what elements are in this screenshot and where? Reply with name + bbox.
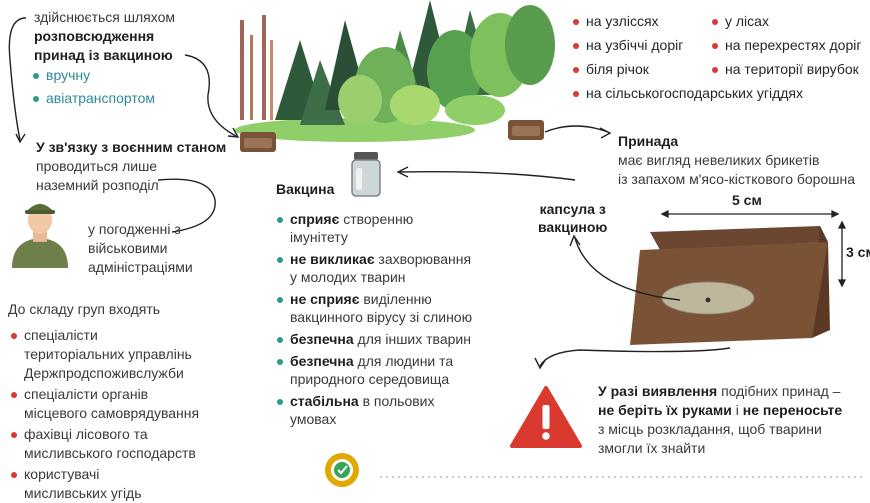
- warning-text-part: і: [731, 402, 743, 418]
- bait-title: Принада: [618, 133, 679, 149]
- vaccine-property-text: створенню: [339, 211, 414, 227]
- agreement-line-2: військовими: [88, 240, 168, 256]
- vaccine-property-text: захворювання: [374, 251, 472, 267]
- bait-description: Принада має вигляд невеликих брикетів із…: [618, 132, 855, 189]
- vaccine-properties-list: сприяє створенню імунітету не викликає з…: [277, 210, 520, 428]
- group-item-line: місцевого самоврядування: [24, 405, 200, 421]
- vaccine-property: безпечна для інших тварин: [277, 330, 520, 348]
- locations-column-1: на узліссях на узбіччі доріг біля річок …: [573, 12, 803, 103]
- capsule-label-line-2: вакциною: [538, 219, 608, 235]
- vaccine-property: не сприяє виділенню вакцинного вірусу зі…: [277, 290, 520, 326]
- bait-line-2: із запахом м'ясо-кісткового борошна: [618, 171, 856, 187]
- group-item: спеціалісти органів місцевого самоврядув…: [11, 385, 234, 423]
- vaccine-property-bold: безпечна: [290, 331, 354, 347]
- location-item: на перехрестях доріг: [711, 37, 862, 53]
- method-item: вручну: [32, 66, 155, 85]
- vaccine-property-bold: сприяє: [290, 211, 340, 227]
- method-item: авіатранспортом: [32, 90, 156, 106]
- spread-line-1: здійснюється шляхом: [34, 9, 175, 25]
- group-item-line: Держпродспоживслужби: [24, 365, 184, 381]
- warning-bold: не переносьте: [742, 402, 843, 418]
- height-dimension-label: 3 см: [846, 244, 870, 260]
- vaccine-property-line2: природного середовища: [290, 371, 450, 387]
- location-item: на території вирубок: [711, 60, 861, 79]
- group-item-line: спеціалісти органів: [24, 386, 149, 402]
- warning-line-3: з місць розкладання, щоб тварини: [598, 421, 822, 437]
- location-item: на узбіччі доріг: [573, 36, 803, 55]
- vaccine-property-line2: у молодих тварин: [290, 269, 406, 285]
- vaccine-property: сприяє створенню імунітету: [277, 210, 520, 246]
- groups-list: спеціалісти територіальних управлінь Дер…: [11, 326, 234, 503]
- group-item: спеціалісти територіальних управлінь Дер…: [11, 326, 234, 383]
- vaccine-title: Вакцина: [276, 181, 335, 197]
- group-item-line: мисливських угідь: [24, 485, 142, 501]
- martial-law-line-2: наземний розподіл: [36, 177, 159, 193]
- warning-text: У разі виявлення подібних принад – не бе…: [598, 382, 842, 458]
- vaccine-property-text: для інших тварин: [353, 331, 471, 347]
- martial-law-line-1: проводиться лише: [36, 158, 158, 174]
- bait-brick-right: [508, 120, 544, 140]
- spread-line-2: розповсюдження: [34, 28, 155, 44]
- vaccine-jar-icon: [351, 152, 381, 197]
- location-item: у лісах: [711, 12, 861, 31]
- group-item-line: спеціалісти: [24, 327, 98, 343]
- dimension-lines: [660, 209, 847, 288]
- warning-bold: У разі виявлення: [598, 383, 718, 399]
- bait-brick-left: [240, 132, 276, 152]
- location-item: на сільськогосподарських угіддях: [573, 85, 803, 101]
- bait-line-1: має вигляд невеликих брикетів: [618, 152, 820, 168]
- width-dimension-label: 5 см: [732, 192, 762, 208]
- connector-arrows: [8, 17, 731, 370]
- agreement-line-1: у погодженні з: [88, 221, 181, 237]
- vaccine-property-text: виділенню: [359, 291, 432, 307]
- warning-line-4: змогли їх знайти: [598, 440, 706, 456]
- vaccine-property-line2: імунітету: [290, 229, 348, 245]
- location-item: біля річок: [573, 60, 803, 79]
- vaccine-property-text: для людини та: [353, 353, 454, 369]
- vaccine-property: стабільна в польових умовах: [277, 392, 520, 428]
- capsule-label: капсула з вакциною: [538, 200, 607, 236]
- location-item: на узліссях: [573, 12, 803, 31]
- vaccine-property-line2: умовах: [290, 411, 337, 427]
- agreement-line-3: адміністраціями: [88, 259, 193, 275]
- vaccine-property-text: в польових: [358, 393, 435, 409]
- spread-line-3: принад із вакциною: [34, 47, 173, 63]
- vaccine-property: безпечна для людини та природного середо…: [277, 352, 520, 388]
- capsule-label-line-1: капсула з: [539, 201, 606, 217]
- vaccine-property-line2: вакцинного вірусу зі слиною: [290, 309, 473, 325]
- group-item-line: мисливського господарств: [24, 445, 196, 461]
- martial-law-block: У зв'язку з воєнним станом проводиться л…: [36, 138, 226, 195]
- agreement-block: у погодженні з військовими адміністрація…: [88, 220, 193, 277]
- spread-methods-list: вручну авіатранспортом: [32, 66, 156, 108]
- group-item-line: користувачі: [24, 466, 100, 482]
- martial-law-title: У зв'язку з воєнним станом: [36, 139, 227, 155]
- soldier-icon: [12, 204, 68, 268]
- warning-text-part: подібних принад –: [717, 383, 841, 399]
- vaccine-property: не викликає захворювання у молодих твари…: [277, 250, 520, 286]
- vaccine-property-bold: стабільна: [290, 393, 359, 409]
- vaccine-property-bold: не сприяє: [290, 291, 360, 307]
- vaccine-property-bold: безпечна: [290, 353, 354, 369]
- group-item-line: територіальних управлінь: [24, 346, 192, 362]
- bait-brick-large: [630, 226, 830, 345]
- group-item-line: фахівці лісового та: [24, 426, 148, 442]
- vaccine-property-bold: не викликає: [290, 251, 375, 267]
- locations-column-2: у лісах на перехрестях доріг на територі…: [711, 12, 862, 79]
- gear-check-icon: [325, 453, 359, 487]
- group-item: користувачі мисливських угідь: [11, 465, 234, 503]
- group-item: фахівці лісового та мисливського господа…: [11, 425, 234, 463]
- groups-title: До складу груп входять: [8, 301, 161, 317]
- illustration-layer: [8, 0, 865, 487]
- warning-icon: [510, 386, 582, 448]
- spread-description: здійснюється шляхом розповсюдження прина…: [34, 8, 175, 65]
- warning-bold: не беріть їх руками: [598, 402, 732, 418]
- forest-illustration: [235, 0, 555, 142]
